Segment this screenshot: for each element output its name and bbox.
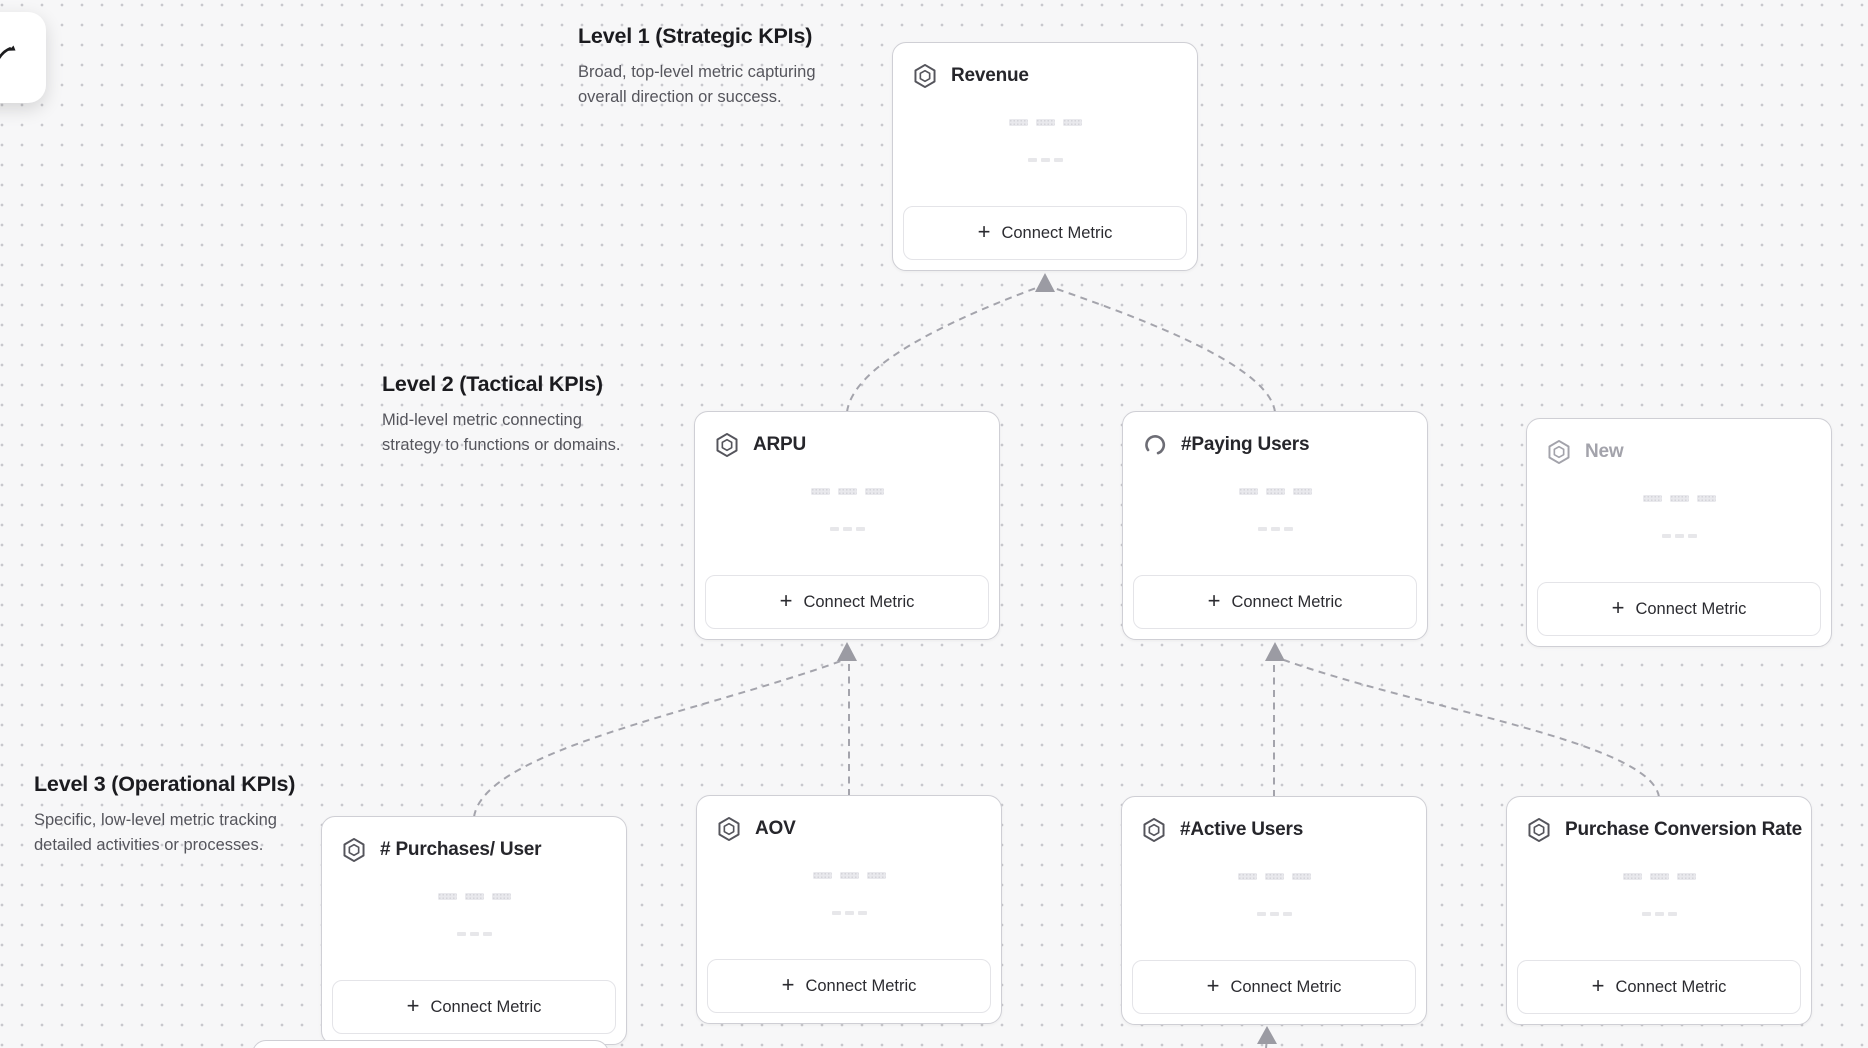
level-1-title: Level 1 (Strategic KPIs): [578, 24, 813, 48]
metric-skeleton-row: [1123, 488, 1427, 495]
connect-metric-label: Connect Metric: [805, 976, 917, 995]
metric-card-partial[interactable]: [252, 1040, 609, 1048]
metric-skeleton-row: [1122, 873, 1426, 880]
arrowhead-into-arpu: [837, 642, 857, 661]
metric-hexagon-icon: [714, 432, 740, 458]
metric-skeleton-row: [893, 158, 1197, 162]
plus-icon: +: [1611, 595, 1625, 620]
plus-icon: +: [1206, 973, 1220, 998]
metric-card-title: Purchase Conversion Rate: [1565, 819, 1803, 840]
metric-hexagon-icon: [1526, 817, 1552, 843]
connect-metric-label: Connect Metric: [1231, 592, 1343, 611]
loading-spinner-icon: [1142, 432, 1168, 458]
arrowhead-into-paying: [1265, 642, 1285, 661]
metric-card-active-users[interactable]: #Active Users + Connect Metric: [1121, 796, 1427, 1025]
level-3-title: Level 3 (Operational KPIs): [34, 772, 296, 796]
connect-metric-button[interactable]: + Connect Metric: [705, 575, 989, 629]
metric-card-title: #Active Users: [1180, 819, 1304, 840]
plus-icon: +: [1591, 973, 1605, 998]
connect-metric-button[interactable]: + Connect Metric: [903, 206, 1187, 260]
metric-card-title: # Purchases/ User: [380, 839, 542, 860]
metric-skeleton-row: [1527, 495, 1831, 502]
metric-card-new[interactable]: New + Connect Metric: [1526, 418, 1832, 647]
metric-skeleton-row: [1507, 912, 1811, 916]
metric-card-header: AOV: [716, 816, 987, 842]
metric-skeleton-row: [695, 488, 999, 495]
metric-card-header: New: [1546, 439, 1817, 465]
level-1-description-line: Broad, top-level metric capturing: [578, 63, 816, 81]
connect-metric-label: Connect Metric: [1635, 599, 1747, 618]
metric-card-purchase-conversion-rate[interactable]: Purchase Conversion Rate + Connect Metri…: [1506, 796, 1812, 1025]
metric-card-arpu[interactable]: ARPU + Connect Metric: [694, 411, 1000, 640]
metric-card-header: Purchase Conversion Rate: [1526, 817, 1802, 843]
arrowhead-into-active: [1257, 1026, 1277, 1044]
metric-card-title: Revenue: [951, 65, 1029, 86]
level-2-title: Level 2 (Tactical KPIs): [382, 372, 603, 396]
cursor-arrow-icon: [0, 44, 17, 64]
metric-skeleton-row: [1507, 873, 1811, 880]
metric-card-header: #Active Users: [1141, 817, 1412, 843]
connect-metric-button[interactable]: + Connect Metric: [1537, 582, 1821, 636]
metric-card-header: #Paying Users: [1142, 432, 1413, 458]
metric-card-header: # Purchases/ User: [341, 837, 612, 863]
metric-card-header: ARPU: [714, 432, 985, 458]
connect-metric-button[interactable]: + Connect Metric: [1517, 960, 1801, 1014]
metric-skeleton-row: [697, 872, 1001, 879]
level-3-description-line: Specific, low-level metric tracking: [34, 811, 277, 829]
connect-metric-button[interactable]: + Connect Metric: [1133, 575, 1417, 629]
plus-icon: +: [406, 993, 420, 1018]
plus-icon: +: [781, 972, 795, 997]
connect-metric-label: Connect Metric: [1230, 977, 1342, 996]
metric-card-aov[interactable]: AOV + Connect Metric: [696, 795, 1002, 1024]
level-3-heading: Level 3 (Operational KPIs) Specific, low…: [34, 772, 295, 857]
metric-card-revenue[interactable]: Revenue + Connect Metric: [892, 42, 1198, 271]
metric-card-title: AOV: [755, 818, 796, 839]
level-2-description-line: Mid-level metric connecting: [382, 411, 582, 429]
level-1-description-line: overall direction or success.: [578, 87, 782, 106]
level-2-description-line: strategy to functions or domains.: [382, 435, 621, 454]
edge-purchases-arpu: [473, 660, 842, 818]
metric-hexagon-icon: [912, 63, 938, 89]
plus-icon: +: [977, 219, 991, 244]
level-1-heading: Level 1 (Strategic KPIs) Broad, top-leve…: [578, 24, 816, 109]
edge-offscreen-active: [1265, 1038, 1268, 1048]
metric-hexagon-icon: [716, 816, 742, 842]
connect-metric-label: Connect Metric: [803, 592, 915, 611]
metric-card-header: Revenue: [912, 63, 1183, 89]
level-3-description-line: detailed activities or processes.: [34, 835, 264, 854]
connect-metric-label: Connect Metric: [430, 997, 542, 1016]
metric-hexagon-icon: [341, 837, 367, 863]
connect-metric-button[interactable]: + Connect Metric: [332, 980, 616, 1034]
edge-pcr-paying: [1283, 659, 1660, 798]
connect-metric-label: Connect Metric: [1615, 977, 1727, 996]
connect-metric-label: Connect Metric: [1001, 223, 1113, 242]
edge-paying-revenue: [1053, 287, 1276, 413]
plus-icon: +: [779, 588, 793, 613]
metric-card-title: ARPU: [753, 434, 807, 455]
metric-card-purchases-per-user[interactable]: # Purchases/ User + Connect Metric: [321, 816, 627, 1045]
edge-arpu-revenue: [846, 287, 1037, 413]
metric-skeleton-row: [1122, 912, 1426, 916]
plus-icon: +: [1207, 588, 1221, 613]
metric-skeleton-row: [1527, 534, 1831, 538]
connect-metric-button[interactable]: + Connect Metric: [1132, 960, 1416, 1014]
floating-tool-panel[interactable]: [0, 12, 46, 103]
connect-metric-button[interactable]: + Connect Metric: [707, 959, 991, 1013]
arrowhead-into-revenue: [1035, 273, 1055, 292]
level-2-heading: Level 2 (Tactical KPIs) Mid-level metric…: [382, 372, 620, 457]
metric-skeleton-row: [893, 119, 1197, 126]
metric-card-paying-users[interactable]: #Paying Users + Connect Metric: [1122, 411, 1428, 640]
metric-skeleton-row: [695, 527, 999, 531]
metric-card-title: #Paying Users: [1181, 434, 1310, 455]
metric-hexagon-icon: [1546, 439, 1572, 465]
metric-hexagon-icon: [1141, 817, 1167, 843]
metric-skeleton-row: [1123, 527, 1427, 531]
metric-card-title: New: [1585, 441, 1624, 462]
metric-skeleton-row: [697, 911, 1001, 915]
metric-skeleton-row: [322, 893, 626, 900]
metric-skeleton-row: [322, 932, 626, 936]
